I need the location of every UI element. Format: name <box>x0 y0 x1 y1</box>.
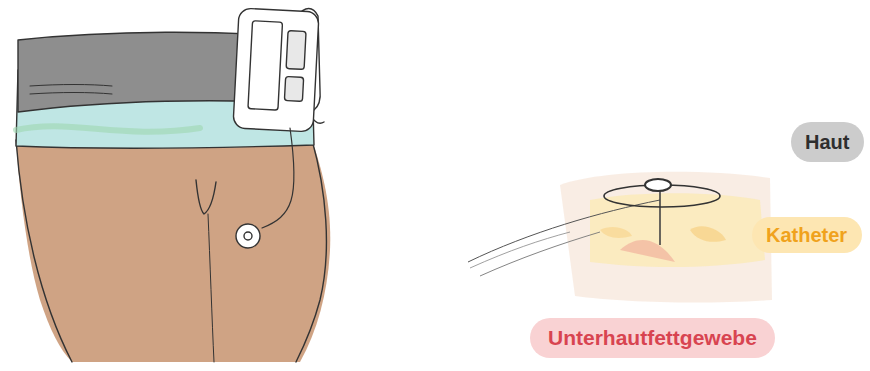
skin-section <box>468 172 772 303</box>
label-text: Unterhautfettgewebe <box>548 325 757 350</box>
body-figure <box>16 8 330 362</box>
label-text: Katheter <box>766 223 848 247</box>
label-text: Haut <box>805 130 850 154</box>
catheter-label: Katheter <box>752 217 862 253</box>
tissue-label: Unterhautfettgewebe <box>530 318 775 358</box>
skin-label: Haut <box>791 122 864 162</box>
